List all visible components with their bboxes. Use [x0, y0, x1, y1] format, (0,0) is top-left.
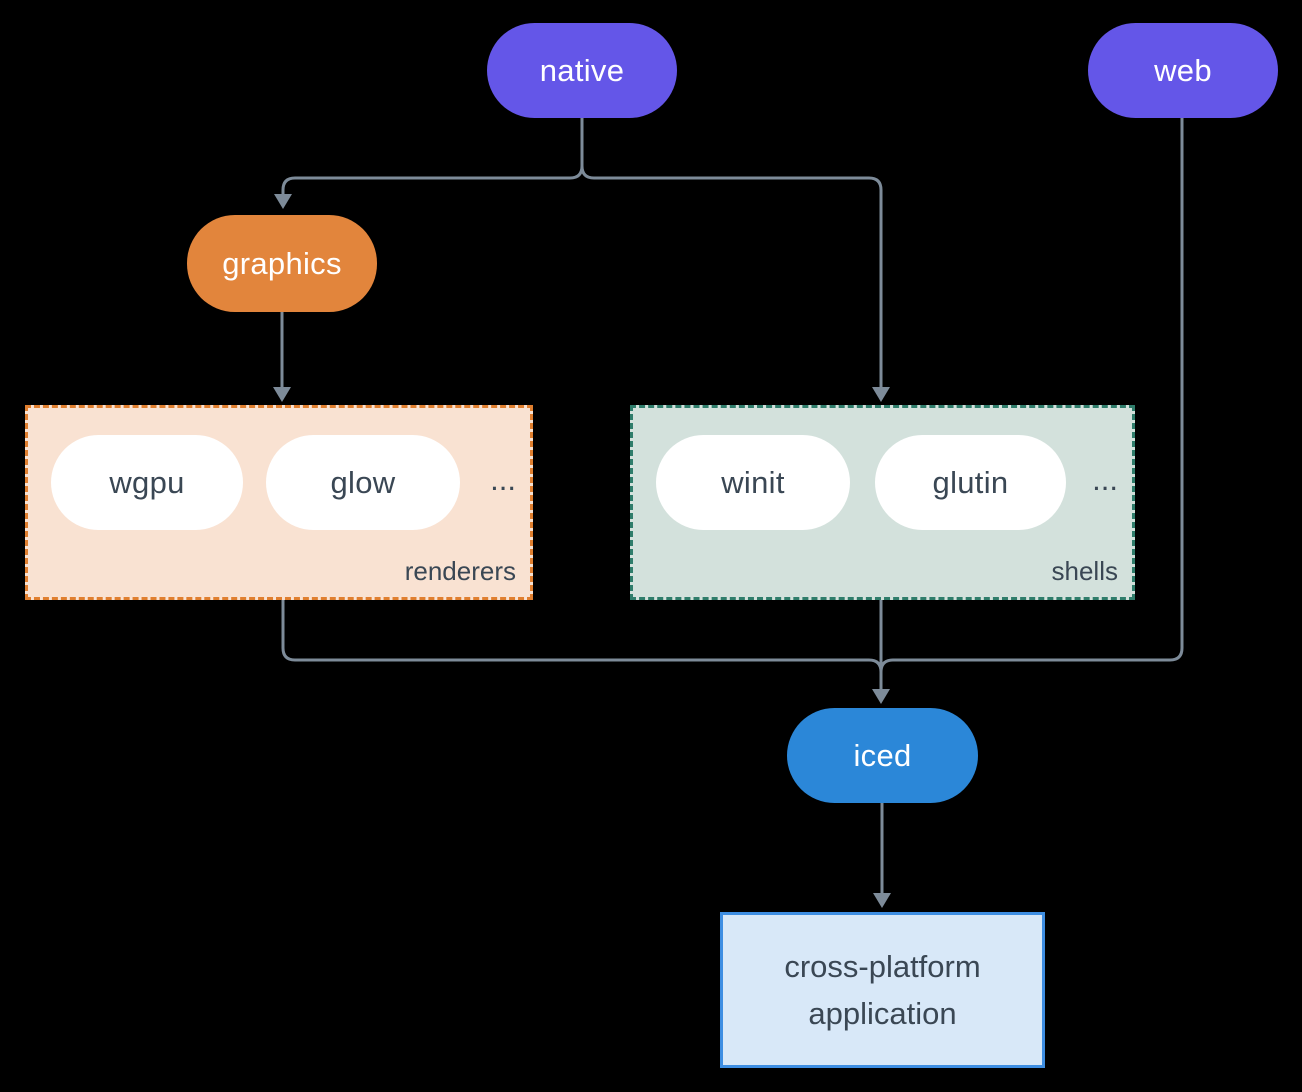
node-glutin: glutin [875, 435, 1066, 530]
node-winit-label: winit [721, 464, 785, 500]
edge-native-graphics [281, 118, 584, 196]
node-glutin-label: glutin [932, 464, 1009, 500]
shells-ellipsis: ... [1092, 461, 1118, 497]
node-iced-label: iced [853, 737, 912, 773]
arrowhead-into-application [873, 893, 891, 908]
edge-renderers-iced [281, 600, 883, 673]
node-web: web [1088, 23, 1278, 118]
edge-native-shells [580, 118, 883, 389]
group-renderers: wgpu glow ... renderers [25, 405, 533, 600]
node-native-label: native [539, 52, 625, 88]
arrowhead-into-iced [872, 689, 890, 704]
node-graphics: graphics [187, 215, 377, 312]
node-wgpu-label: wgpu [109, 464, 185, 500]
renderers-ellipsis: ... [490, 461, 516, 497]
node-glow: glow [266, 435, 460, 530]
arrowhead-into-shells [872, 387, 890, 402]
renderers-group-label: renderers [404, 556, 516, 586]
node-iced: iced [787, 708, 978, 803]
node-application-label-line1: cross-platform [784, 949, 981, 984]
node-application-label-line2: application [808, 996, 957, 1031]
node-graphics-label: graphics [222, 245, 342, 281]
node-wgpu: wgpu [51, 435, 243, 530]
node-web-label: web [1154, 52, 1212, 88]
node-glow-label: glow [330, 464, 396, 500]
arrowhead-into-graphics [274, 194, 292, 209]
shells-group-label: shells [1051, 556, 1118, 586]
node-application: cross-platform application [720, 912, 1045, 1068]
node-native: native [487, 23, 677, 118]
group-shells: winit glutin ... shells [630, 405, 1135, 600]
arrowhead-into-renderers [273, 387, 291, 402]
node-winit: winit [656, 435, 850, 530]
